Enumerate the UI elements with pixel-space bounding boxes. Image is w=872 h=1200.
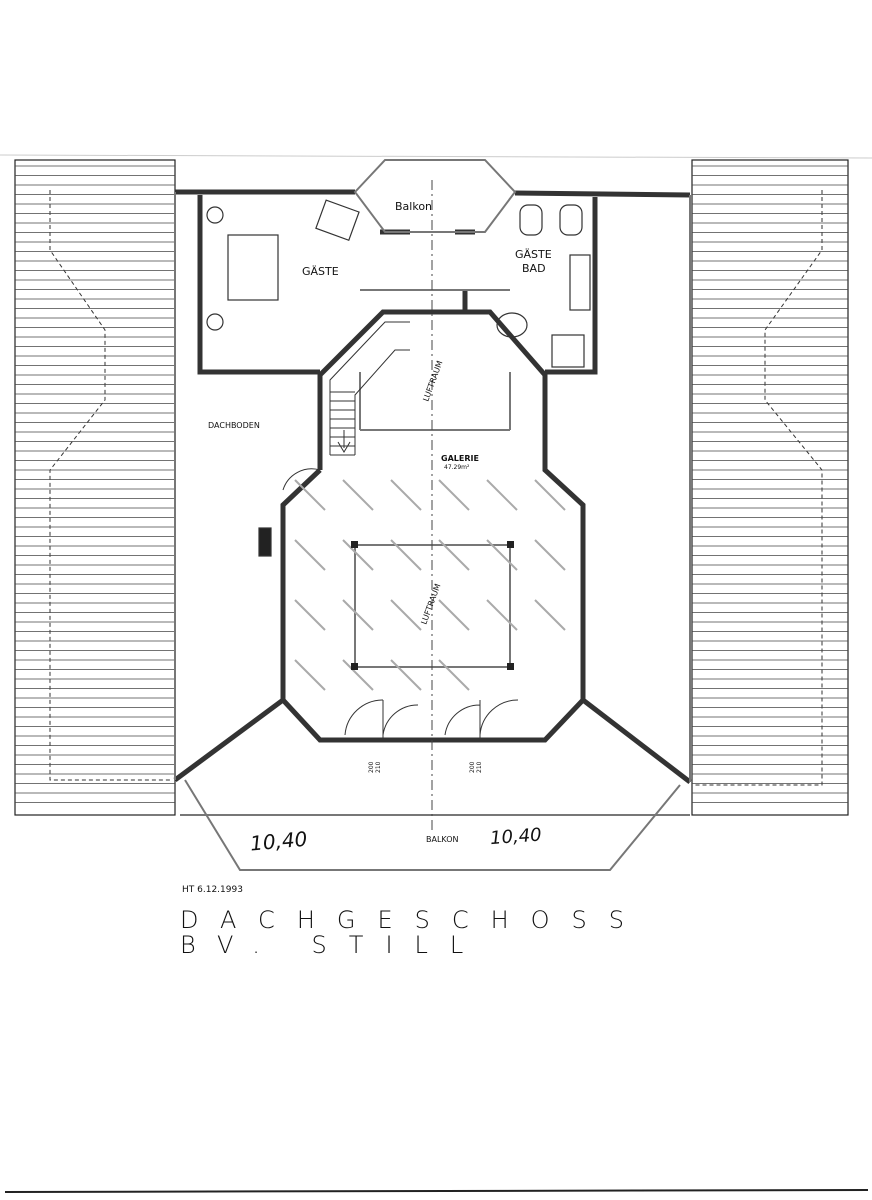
- paper-edge: [4, 1189, 869, 1193]
- galerie-hatch-line: [294, 479, 326, 511]
- roof-hatching: [15, 165, 848, 803]
- room-label-balkon-top: Balkon: [395, 200, 432, 213]
- galerie-hatching: [294, 479, 566, 691]
- room-label-gaeste: GÄSTE: [302, 265, 339, 278]
- door-height-2: 210: [476, 761, 483, 773]
- galerie-hatch-line: [534, 539, 566, 571]
- galerie-hatch-line: [390, 599, 422, 631]
- room-label-gaeste-bad-1: GÄSTE: [515, 248, 552, 261]
- galerie-hatch-line: [534, 479, 566, 511]
- galerie-hatch-line: [438, 479, 470, 511]
- galerie-hatch-line: [294, 599, 326, 631]
- galerie-hatch-line: [342, 479, 374, 511]
- balcony-doors: [282, 468, 519, 738]
- galerie-hatch-line: [390, 539, 422, 571]
- galerie-hatch-line: [342, 659, 374, 691]
- galerie-hatch-line: [486, 479, 518, 511]
- fold-line: [0, 154, 872, 159]
- room-label-luftraum-stair: LUFTRAUM: [421, 359, 444, 402]
- galerie-hatch-line: [438, 539, 470, 571]
- door-height-1: 210: [375, 761, 382, 773]
- plan-title: DACHGESCHOSS: [180, 906, 646, 934]
- galerie-hatch-line: [294, 659, 326, 691]
- galerie-hatch-line: [438, 659, 470, 691]
- roof-right: [691, 159, 849, 816]
- room-label-luftraum-center: LUFTRAUM: [419, 582, 442, 625]
- door-width-2: 200: [469, 761, 476, 773]
- room-label-balkon-bottom: BALKON: [426, 835, 459, 844]
- columns: [351, 541, 514, 670]
- galerie-hatch-line: [534, 599, 566, 631]
- room-label-gaeste-bad-2: BAD: [522, 262, 546, 275]
- room-label-dachboden: DACHBODEN: [208, 421, 260, 430]
- galerie-hatch-line: [294, 539, 326, 571]
- galerie-hatch-line: [486, 539, 518, 571]
- staircase: [329, 321, 410, 456]
- galerie-hatch-line: [342, 599, 374, 631]
- room-label-galerie: GALERIE: [441, 454, 479, 463]
- galerie-hatch-line: [342, 539, 374, 571]
- dimension-left: 10,40: [249, 827, 308, 856]
- door-width-1: 200: [368, 761, 375, 773]
- galerie-hatch-line: [486, 599, 518, 631]
- furniture: [206, 199, 591, 557]
- plan-date: HT 6.12.1993: [182, 885, 243, 895]
- galerie-hatch-line: [438, 599, 470, 631]
- galerie-hatch-line: [390, 659, 422, 691]
- galerie-area: 47.29m²: [444, 464, 470, 471]
- dimension-right: 10,40: [489, 825, 542, 850]
- plan-subtitle: BV. STILL: [180, 931, 485, 959]
- galerie-hatch-line: [390, 479, 422, 511]
